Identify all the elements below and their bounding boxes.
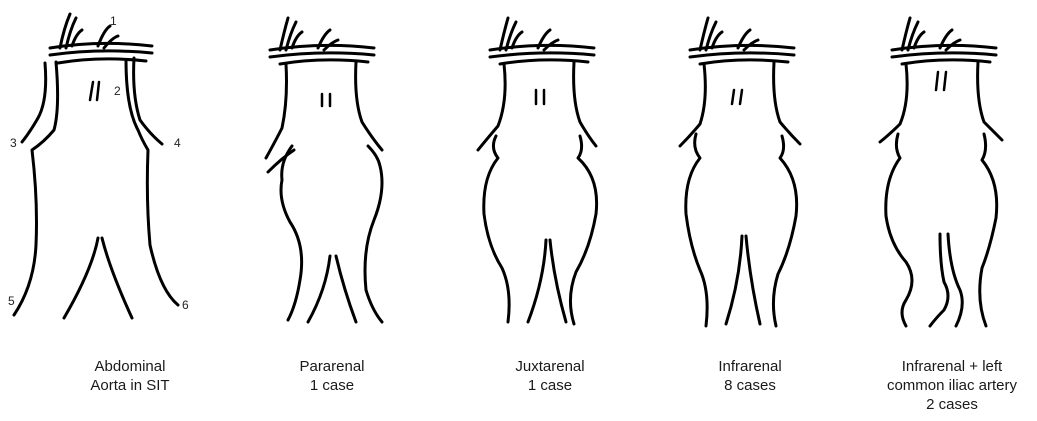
marker-2: 2 <box>114 84 121 98</box>
caption-line: 2 cases <box>867 395 1037 414</box>
caption-infrarenal: Infrarenal 8 cases <box>680 357 820 395</box>
caption-pararenal: Pararenal 1 case <box>262 357 402 395</box>
caption-infrarenal-iliac: Infrarenal + left common iliac artery 2 … <box>867 357 1037 414</box>
marker-4: 4 <box>174 136 181 150</box>
caption-line: common iliac artery <box>867 376 1037 395</box>
caption-line: Infrarenal <box>680 357 820 376</box>
caption-line: 8 cases <box>680 376 820 395</box>
marker-3: 3 <box>10 136 17 150</box>
caption-line: Abdominal <box>50 357 210 376</box>
marker-6: 6 <box>182 298 189 312</box>
caption-sit: Abdominal Aorta in SIT <box>50 357 210 395</box>
caption-line: Pararenal <box>262 357 402 376</box>
caption-line: Aorta in SIT <box>50 376 210 395</box>
marker-5: 5 <box>8 294 15 308</box>
marker-1: 1 <box>110 14 117 28</box>
caption-line: Infrarenal + left <box>867 357 1037 376</box>
panel-pararenal-drawing <box>266 18 382 322</box>
caption-line: 1 case <box>262 376 402 395</box>
panel-infrarenal-iliac-drawing <box>880 18 1002 326</box>
panel-infrarenal-drawing <box>680 18 800 326</box>
panel-juxtarenal-drawing <box>478 18 597 324</box>
caption-line: Juxtarenal <box>480 357 620 376</box>
panel-sit-drawing <box>14 14 178 318</box>
caption-line: 1 case <box>480 376 620 395</box>
caption-juxtarenal: Juxtarenal 1 case <box>480 357 620 395</box>
